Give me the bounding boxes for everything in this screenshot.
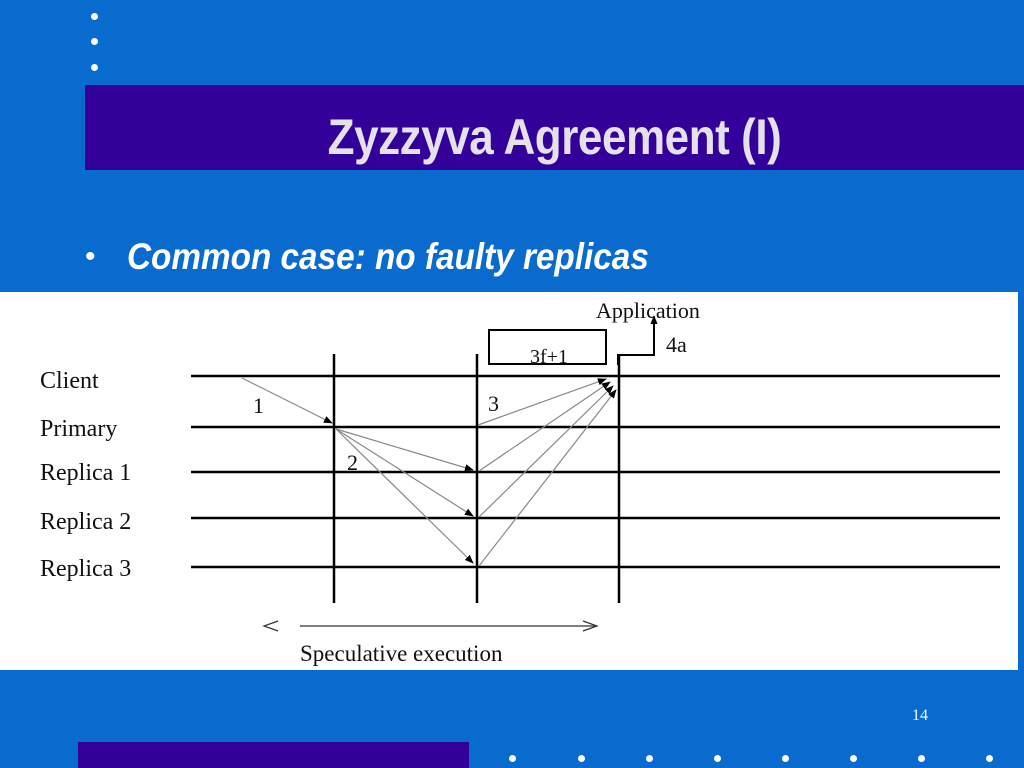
row-label-primary: Primary [40, 416, 117, 442]
speculative-span-label: Speculative execution [300, 641, 503, 666]
row-label-client: Client [40, 368, 99, 394]
step-label-2: 2 [347, 450, 358, 475]
decor-dot [918, 755, 925, 762]
page-number: 14 [912, 707, 928, 724]
decor-dot [91, 64, 98, 71]
application-connector [617, 324, 655, 365]
title-band: Zyzzyva Agreement (I) [85, 85, 1024, 170]
row-label-replica-3: Replica 3 [40, 556, 131, 582]
message-arrows [241, 377, 617, 567]
application-label: Application [596, 298, 700, 323]
span-arrowhead-right [582, 620, 599, 632]
order-arrow-replica-3 [335, 428, 474, 564]
protocol-diagram: Client Primary Replica 1 Replica 2 Repli… [0, 292, 1018, 670]
quorum-box-label: 3f+1 [530, 346, 568, 368]
quorum-box [488, 329, 607, 365]
bullet-glyph: • [85, 240, 96, 273]
decor-dot [646, 755, 653, 762]
span-arrowhead-left [262, 620, 279, 632]
response-arrow-primary [477, 378, 607, 426]
protocol-diagram-svg: Client Primary Replica 1 Replica 2 Repli… [40, 298, 1000, 666]
step-label-3: 3 [488, 391, 499, 416]
footer-band [78, 742, 469, 768]
decor-dot [91, 13, 98, 20]
decor-dot [578, 755, 585, 762]
response-arrow-replica-3 [478, 389, 617, 567]
decor-dot [714, 755, 721, 762]
decor-dot [850, 755, 857, 762]
decor-dot [91, 38, 98, 45]
request-arrow [241, 377, 333, 424]
order-arrow-replica-1 [335, 428, 474, 472]
row-label-replica-2: Replica 2 [40, 509, 131, 535]
row-label-replica-1: Replica 1 [40, 460, 131, 486]
response-arrow-replica-2 [478, 385, 614, 518]
step-label-1: 1 [253, 393, 264, 418]
slide-title: Zyzzyva Agreement (I) [327, 109, 782, 165]
response-arrow-replica-1 [478, 381, 611, 472]
decor-dot [782, 755, 789, 762]
order-arrow-replica-2 [335, 428, 474, 517]
decor-dot [509, 755, 516, 762]
decor-dot [986, 755, 993, 762]
bullet-text: Common case: no faulty replicas [127, 236, 649, 277]
application-step-label: 4a [666, 332, 687, 357]
